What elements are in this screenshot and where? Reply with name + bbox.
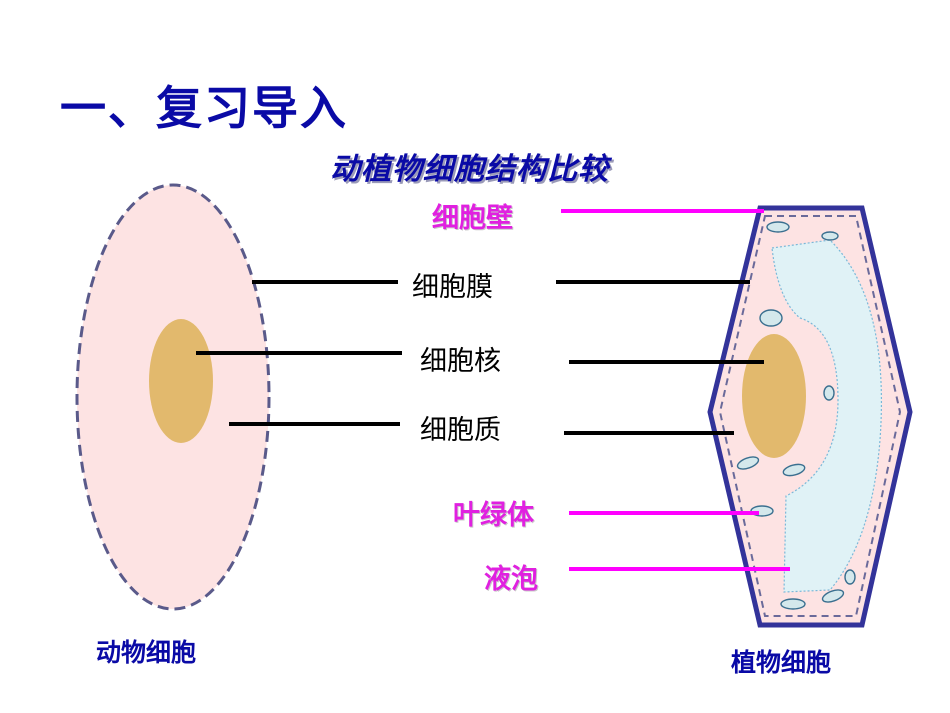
label-vacuole: 液泡 (484, 564, 538, 595)
label-cell-wall: 细胞壁 (432, 203, 513, 234)
slide-title: 一、复习导入 (60, 81, 348, 135)
chloroplast (821, 589, 845, 603)
diagram-subtitle: 动植物细胞结构比较 (330, 152, 609, 187)
chloroplast (736, 456, 760, 470)
animal-cell (75, 183, 271, 611)
plant-cell-membrane (718, 215, 902, 617)
chloroplast (782, 463, 806, 477)
label-nucleus: 细胞核 (420, 346, 501, 377)
plant-cell-chloroplasts (736, 221, 856, 610)
animal-leader-lines (196, 280, 402, 426)
plant-cell (707, 205, 913, 628)
plant-leader-lines (556, 209, 790, 571)
chloroplast (780, 598, 806, 610)
chloroplast (823, 385, 835, 401)
chloroplast (759, 309, 783, 327)
chloroplast (844, 569, 856, 585)
animal-cell-nucleus (149, 319, 213, 443)
label-cell-membrane: 细胞膜 (412, 272, 493, 303)
label-cytoplasm: 细胞质 (420, 415, 501, 446)
plant-cell-nucleus (742, 334, 806, 458)
chloroplast (821, 231, 839, 241)
label-chloroplast: 叶绿体 (453, 500, 534, 531)
chloroplast (766, 221, 790, 233)
plant-cell-vacuole (771, 239, 883, 593)
caption-animal-cell: 动物细胞 (96, 638, 197, 667)
caption-plant-cell: 植物细胞 (731, 648, 832, 677)
